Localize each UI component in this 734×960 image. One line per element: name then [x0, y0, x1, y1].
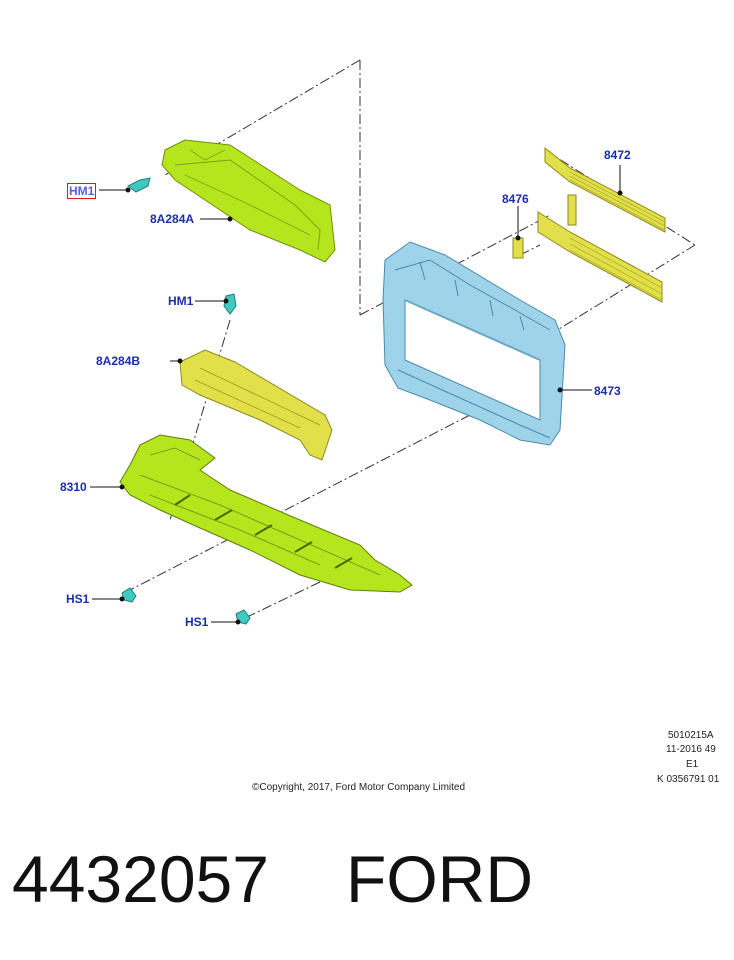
stamp-line4: K 0356791 01 [657, 774, 720, 785]
part-8A284A [161, 139, 336, 263]
stamp-line1: 5010215A [668, 730, 714, 741]
callout-hs1-left: HS1 [66, 592, 90, 606]
callout-hm1-mid: HM1 [168, 294, 194, 308]
part-8310 [119, 434, 413, 593]
part-number: 4432057 [12, 842, 269, 916]
part-8476 [512, 237, 524, 259]
part-8A284B [179, 349, 333, 461]
callout-8472: 8472 [604, 148, 631, 162]
part-8473 [382, 241, 566, 446]
callout-hm1-top: HM1 [67, 183, 97, 199]
part-8472 [537, 146, 666, 303]
copyright-text: ©Copyright, 2017, Ford Motor Company Lim… [252, 782, 466, 793]
callout-8a284b: 8A284B [96, 354, 141, 368]
callout-8310: 8310 [60, 480, 87, 494]
callout-hs1-right: HS1 [185, 615, 209, 629]
leader-lines [90, 165, 623, 625]
stamp-line3: E1 [686, 759, 699, 770]
callout-8473: 8473 [594, 384, 621, 398]
callout-8a284a: 8A284A [150, 212, 195, 226]
brand-name: FORD [346, 842, 533, 916]
stamp-line2: 11-2016 49 [666, 744, 716, 755]
callout-8476: 8476 [502, 192, 529, 206]
